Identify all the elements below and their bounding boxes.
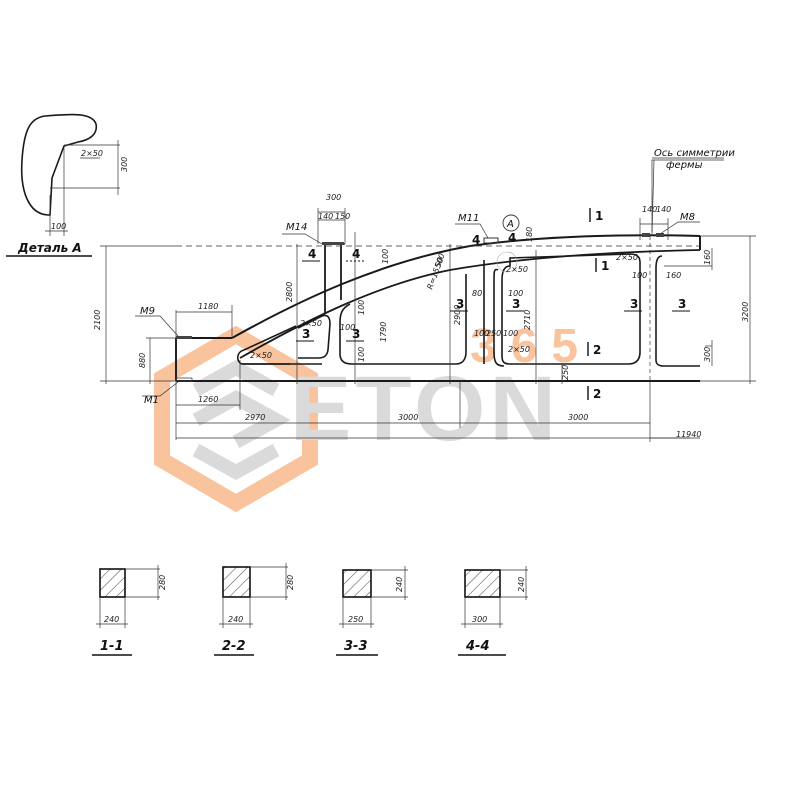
label-m14: М14 <box>286 222 307 233</box>
plate-m9 <box>176 336 192 339</box>
callout-a-circle <box>502 214 520 232</box>
svg-text:250: 250 <box>348 615 363 624</box>
detail-a: 2×50 300 100 Деталь А <box>6 113 129 257</box>
svg-text:3: 3 <box>302 327 310 341</box>
svg-text:2×50: 2×50 <box>616 253 638 262</box>
svg-text:2970: 2970 <box>245 413 265 422</box>
symmetry-axis-line1: Ось симметрии <box>654 148 735 159</box>
svg-text:1180: 1180 <box>198 302 218 311</box>
svg-text:140: 140 <box>656 205 671 214</box>
detail-a-reference <box>496 251 518 273</box>
label-m1: М1 <box>144 395 159 406</box>
svg-text:1260: 1260 <box>198 395 218 404</box>
svg-text:240: 240 <box>104 615 119 624</box>
svg-text:150: 150 <box>335 212 350 221</box>
svg-text:100: 100 <box>632 271 647 280</box>
svg-text:100: 100 <box>357 347 366 362</box>
section-2-2: 280 240 2-2 <box>214 563 295 656</box>
svg-text:3000: 3000 <box>568 413 588 422</box>
svg-text:100: 100 <box>357 300 366 315</box>
embedded-plates <box>175 233 664 382</box>
detail-a-title: Деталь А <box>17 241 82 255</box>
section-1-1: 280 240 1-1 <box>92 565 167 656</box>
label-m8: М8 <box>680 212 695 223</box>
svg-text:300: 300 <box>703 347 712 362</box>
plate-m1 <box>175 377 193 382</box>
svg-text:160: 160 <box>666 271 681 280</box>
svg-text:300: 300 <box>472 615 487 624</box>
plate-m8-right <box>656 233 664 237</box>
detail-a-height: 300 <box>120 157 129 172</box>
svg-text:280: 280 <box>286 575 295 590</box>
plate-m11 <box>483 237 499 244</box>
svg-text:2×50: 2×50 <box>250 351 272 360</box>
svg-text:4: 4 <box>472 233 480 247</box>
watermark-brand: ETON <box>290 358 560 460</box>
svg-text:2×50: 2×50 <box>506 265 528 274</box>
svg-text:240: 240 <box>517 577 526 592</box>
svg-text:2800: 2800 <box>285 282 294 302</box>
svg-text:100: 100 <box>340 323 355 332</box>
svg-text:2: 2 <box>593 343 601 357</box>
label-m11: М11 <box>458 213 479 224</box>
svg-text:2100: 2100 <box>93 310 102 330</box>
svg-text:3: 3 <box>352 327 360 341</box>
svg-text:140: 140 <box>642 205 657 214</box>
svg-text:3: 3 <box>456 297 464 311</box>
leader-lines <box>135 159 724 397</box>
svg-text:100: 100 <box>503 329 518 338</box>
symmetry-axis-line2: фермы <box>666 160 703 171</box>
svg-text:4: 4 <box>352 247 360 261</box>
svg-text:3000: 3000 <box>398 413 418 422</box>
svg-text:140: 140 <box>318 212 333 221</box>
svg-text:3-3: 3-3 <box>344 639 368 654</box>
svg-text:100: 100 <box>508 289 523 298</box>
svg-text:1: 1 <box>601 259 609 273</box>
svg-text:1790: 1790 <box>379 322 388 342</box>
svg-text:4: 4 <box>508 231 516 245</box>
svg-text:2: 2 <box>593 387 601 401</box>
svg-text:3200: 3200 <box>741 302 750 322</box>
svg-text:2×50: 2×50 <box>300 319 322 328</box>
svg-text:3: 3 <box>630 297 638 311</box>
label-m9: М9 <box>140 306 155 317</box>
section-3-3: 240 250 3-3 <box>336 566 408 656</box>
svg-text:50: 50 <box>433 256 445 269</box>
detail-a-chamfer: 2×50 <box>81 149 103 158</box>
svg-text:180: 180 <box>525 227 534 242</box>
svg-text:2710: 2710 <box>523 310 532 330</box>
svg-text:3: 3 <box>512 297 520 311</box>
svg-text:3: 3 <box>678 297 686 311</box>
svg-text:1: 1 <box>595 209 603 223</box>
svg-text:2-2: 2-2 <box>222 639 246 654</box>
svg-text:280: 280 <box>158 575 167 590</box>
svg-text:4: 4 <box>308 247 316 261</box>
svg-text:250: 250 <box>486 329 501 338</box>
section-4-4: 240 300 4-4 <box>458 566 528 656</box>
svg-text:4-4: 4-4 <box>465 639 490 654</box>
svg-text:880: 880 <box>138 353 147 368</box>
svg-text:80: 80 <box>472 289 482 298</box>
callout-a-label: А <box>506 219 514 230</box>
svg-text:240: 240 <box>228 615 243 624</box>
plate-m8-left <box>642 233 650 237</box>
plate-m14 <box>322 242 344 245</box>
svg-text:11940: 11940 <box>676 430 701 439</box>
svg-text:2900: 2900 <box>453 305 462 325</box>
svg-text:100: 100 <box>474 329 489 338</box>
watermark: ETON 365 <box>154 320 578 513</box>
svg-text:2×50: 2×50 <box>508 345 530 354</box>
element-marks: 4 4 4 4 3 3 3 3 3 3 1 1 2 2 <box>296 208 690 401</box>
dimension-lines <box>100 159 756 442</box>
svg-text:250: 250 <box>561 365 570 380</box>
svg-text:1-1: 1-1 <box>100 639 124 654</box>
detail-a-width: 100 <box>51 222 66 231</box>
svg-text:300: 300 <box>326 193 341 202</box>
svg-text:160: 160 <box>703 250 712 265</box>
svg-text:240: 240 <box>395 577 404 592</box>
svg-text:100: 100 <box>381 249 390 264</box>
watermark-logo-icon <box>154 325 318 513</box>
